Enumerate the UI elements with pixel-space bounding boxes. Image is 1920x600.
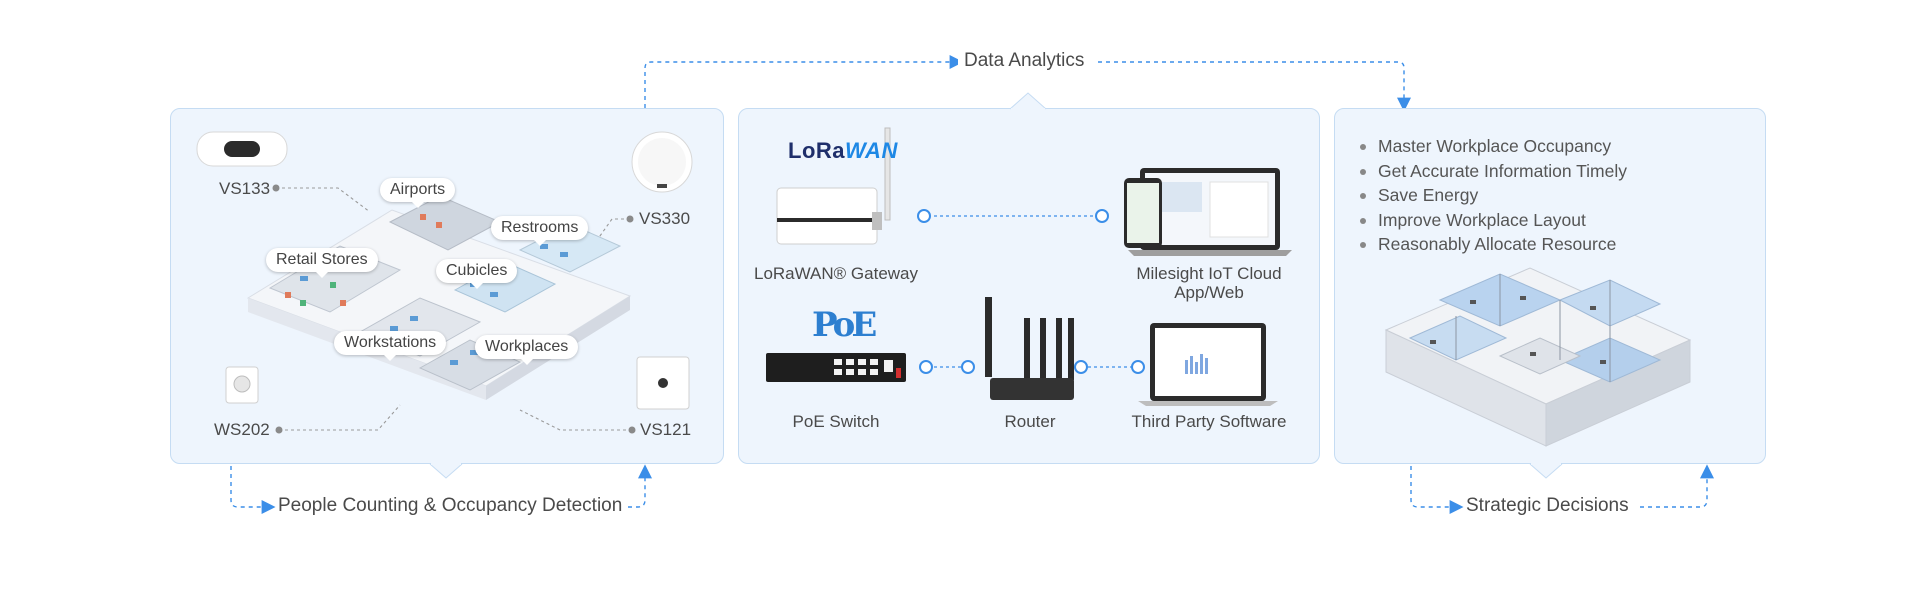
third-party-label: Third Party Software — [1131, 412, 1287, 431]
cloud-label-line1: Milesight IoT Cloud — [1136, 264, 1282, 283]
data-analytics-flow-left — [644, 55, 964, 108]
data-analytics-label: Data Analytics — [958, 50, 1091, 72]
strategic-decisions-label: Strategic Decisions — [1466, 495, 1629, 516]
tag-retail-stores: Retail Stores — [266, 248, 378, 278]
vs133-device — [196, 131, 288, 167]
tag-airports: Airports — [380, 178, 456, 208]
cloud-label-line2: App/Web — [1174, 283, 1244, 302]
tag-cubicles: Cubicles — [436, 259, 518, 289]
poe-logo: PoE — [812, 305, 877, 345]
vs330-label: VS330 — [639, 209, 691, 228]
benefit-item: Improve Workplace Layout — [1358, 208, 1627, 233]
benefit-item: Master Workplace Occupancy — [1358, 134, 1627, 159]
cloud-device — [1124, 168, 1292, 256]
router-label: Router — [1004, 412, 1056, 431]
strategic-flow-left — [1410, 466, 1464, 514]
tag-restrooms: Restrooms — [491, 216, 589, 246]
vs121-label: VS121 — [640, 420, 692, 439]
poe-switch-device — [766, 353, 906, 382]
ws202-label: WS202 — [214, 420, 270, 439]
tag-workplaces: Workplaces — [475, 335, 579, 365]
gateway-device — [776, 127, 891, 245]
lorawan-logo: LoRaWAN — [788, 138, 898, 163]
router-device — [985, 297, 1074, 400]
benefit-item: Save Energy — [1358, 183, 1627, 208]
poe-switch-label: PoE Switch — [792, 412, 880, 431]
people-counting-flow-left — [230, 466, 276, 514]
third-party-laptop-device — [1138, 323, 1278, 406]
benefit-item: Get Accurate Information Timely — [1358, 159, 1627, 184]
vs330-device — [631, 131, 693, 193]
strategic-flow-right — [1640, 464, 1714, 508]
gateway-label: LoRaWAN® Gateway — [753, 264, 919, 283]
benefit-item: Reasonably Allocate Resource — [1358, 232, 1627, 257]
vs133-label: VS133 — [219, 179, 271, 198]
people-counting-label: People Counting & Occupancy Detection — [278, 495, 623, 516]
data-analytics-flow-right — [1098, 61, 1411, 112]
ws202-device — [225, 366, 259, 404]
tag-workstations: Workstations — [334, 331, 447, 361]
people-counting-flow-right — [628, 464, 652, 508]
vs121-device — [636, 356, 690, 410]
benefits-list: Master Workplace Occupancy Get Accurate … — [1358, 134, 1627, 257]
